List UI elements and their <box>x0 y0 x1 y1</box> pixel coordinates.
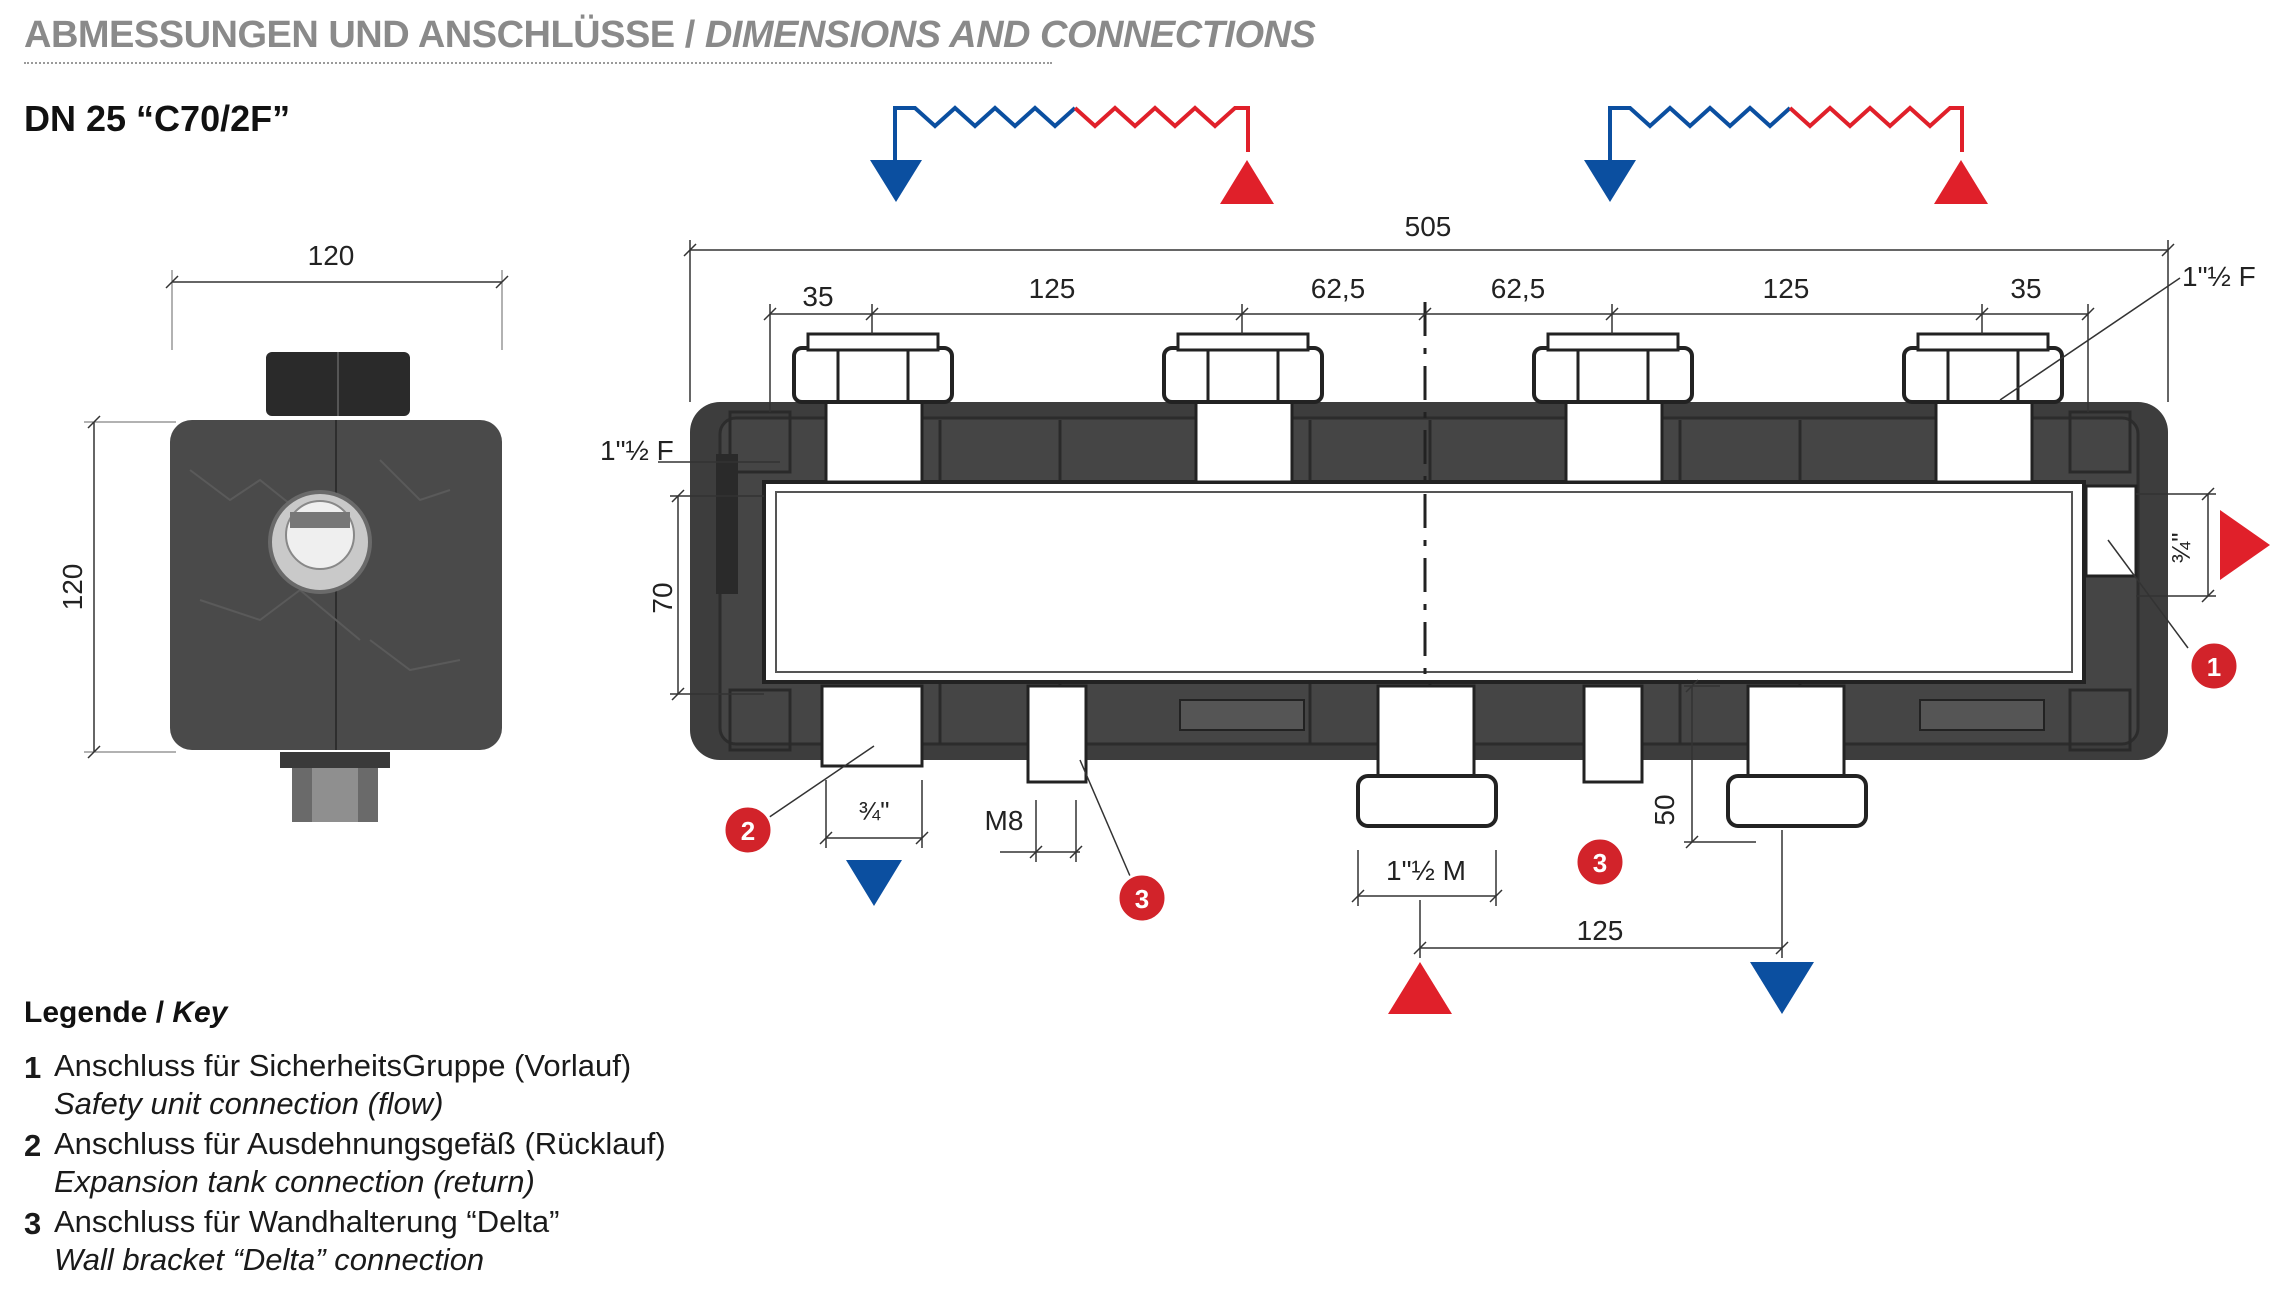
svg-text:3: 3 <box>1593 848 1607 878</box>
legend-item: 1 Anschluss für SicherheitsGruppe (Vorla… <box>24 1048 724 1126</box>
header-title-de: ABMESSUNGEN UND ANSCHLÜSSE / <box>24 14 695 56</box>
legend-item-en: Expansion tank connection (return) <box>54 1164 535 1199</box>
return-arrow-icon <box>1750 962 1814 1014</box>
height-70-label: 70 <box>647 582 678 613</box>
total-width-label: 505 <box>1405 211 1452 242</box>
bottom-port-label: ¾" <box>859 796 890 826</box>
legend-item-de: Anschluss für Ausdehnungsgefäß (Rücklauf… <box>54 1126 666 1161</box>
left-thread-label: 1"½ F <box>600 435 674 466</box>
badge-1: 1 <box>2188 640 2240 692</box>
side-view: 120 120 <box>57 240 509 822</box>
legend-item-en: Safety unit connection (flow) <box>54 1086 444 1121</box>
legend-item: 3 Anschluss für Wandhalterung “Delta” Wa… <box>24 1204 724 1282</box>
flow-arrow-icon <box>1388 962 1452 1014</box>
legend-item-de: Anschluss für SicherheitsGruppe (Vorlauf… <box>54 1048 632 1083</box>
legend-item-en: Wall bracket “Delta” connection <box>54 1242 485 1277</box>
top-thread-label: 1"½ F <box>2182 261 2256 292</box>
bottom-connections <box>820 684 1868 828</box>
bolt-label: M8 <box>985 805 1024 836</box>
legend-title-en: Key <box>172 996 228 1029</box>
legend-title: Legende / Key <box>24 996 227 1030</box>
flow-arrow-icon <box>2220 510 2270 580</box>
model-title: DN 25 “C70/2F” <box>24 98 291 139</box>
side-height-label: 120 <box>57 564 88 611</box>
flow-arrow-icon <box>1934 160 1988 204</box>
side-width-label: 120 <box>308 240 355 271</box>
top-connections <box>792 332 2064 484</box>
header-divider <box>24 62 1052 64</box>
badge-2: 2 <box>722 804 774 856</box>
header-title-en: DIMENSIONS AND CONNECTIONS <box>704 14 1316 56</box>
legend-item: 2 Anschluss für Ausdehnungsgefäß (Rückla… <box>24 1126 724 1204</box>
bottom-spacing-label: 125 <box>1577 915 1624 946</box>
badge-3-left: 3 <box>1116 872 1168 924</box>
legend: 1 Anschluss für SicherheitsGruppe (Vorla… <box>24 1048 724 1282</box>
dim-125-right: 125 <box>1763 273 1810 304</box>
legend-title-de: Legende / <box>24 996 165 1029</box>
right-port <box>2084 484 2138 578</box>
top-flow-indicators <box>870 105 1988 204</box>
flow-arrow-icon <box>1220 160 1274 204</box>
return-arrow-icon <box>846 860 902 906</box>
svg-text:1: 1 <box>2207 652 2221 682</box>
legend-item-number: 1 <box>24 1050 42 1085</box>
legend-item-number: 2 <box>24 1128 42 1163</box>
dim-35-left: 35 <box>802 281 833 312</box>
return-arrow-icon <box>1584 160 1636 202</box>
bottom-thread-label: 1"½ M <box>1386 855 1466 886</box>
svg-text:3: 3 <box>1135 884 1149 914</box>
section-header: ABMESSUNGEN UND ANSCHLÜSSE / DIMENSIONS … <box>24 14 1316 57</box>
dim-35-right: 35 <box>2010 273 2041 304</box>
depth-50-label: 50 <box>1649 794 1680 825</box>
legend-item-de: Anschluss für Wandhalterung “Delta” <box>54 1204 560 1239</box>
svg-text:2: 2 <box>741 816 755 846</box>
right-port-label: ¾" <box>2166 533 2196 564</box>
dim-62-right: 62,5 <box>1491 273 1546 304</box>
legend-item-number: 3 <box>24 1206 42 1241</box>
badge-3-right: 3 <box>1574 836 1626 888</box>
dim-62-left: 62,5 <box>1311 273 1366 304</box>
return-arrow-icon <box>870 160 922 202</box>
front-view: 505 35 125 62,5 62,5 125 35 1"½ F 1"½ F … <box>600 211 2270 1014</box>
dim-125-left: 125 <box>1029 273 1076 304</box>
